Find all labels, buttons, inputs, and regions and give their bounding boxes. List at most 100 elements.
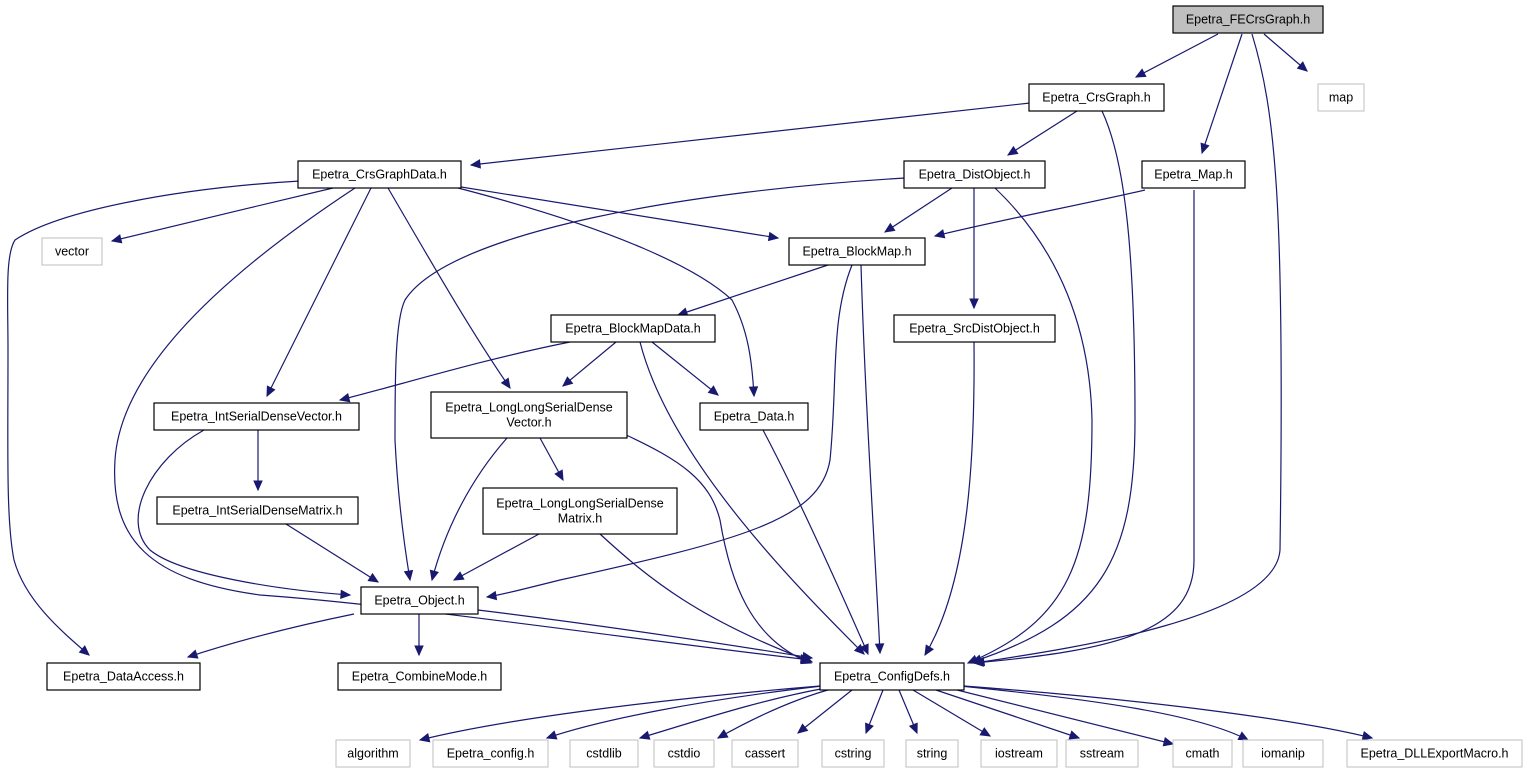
edge-intvec-to-object (137, 429, 352, 600)
node-label: string (917, 747, 948, 761)
node-iostream: iostream (980, 739, 1058, 768)
node-label: cstdio (668, 747, 701, 761)
node-object[interactable]: Epetra_Object.h (360, 586, 479, 615)
edge-bmdata-to-llvec (562, 341, 617, 387)
node-label: iomanip (1261, 747, 1305, 761)
node-iomanip: iomanip (1242, 739, 1324, 768)
edge-config-to-iostream (912, 689, 992, 737)
node-label: Epetra_FECrsGraph.h (1186, 13, 1310, 27)
node-crsdata[interactable]: Epetra_CrsGraphData.h (297, 160, 462, 189)
edge-config-to-cstring (865, 689, 884, 735)
node-label: sstream (1080, 747, 1124, 761)
edge-bmdata-to-intvec (338, 341, 571, 403)
node-cmath: cmath (1172, 739, 1233, 768)
edge-crsdata-to-data (457, 187, 759, 398)
node-crs[interactable]: Epetra_CrsGraph.h (1028, 83, 1165, 112)
graph-edges (6, 33, 1374, 747)
edge-blockmap-to-object (485, 264, 853, 601)
node-econfig: Epetra_config.h (432, 739, 549, 768)
edge-crsdata-to-intvec (266, 187, 372, 398)
node-label: Epetra_CrsGraph.h (1042, 91, 1150, 105)
edge-dist-to-blockmap (883, 187, 953, 233)
node-label: algorithm (347, 747, 398, 761)
node-label: Epetra_SrcDistObject.h (909, 322, 1040, 336)
node-intmat[interactable]: Epetra_IntSerialDenseMatrix.h (156, 496, 359, 525)
node-string: string (905, 739, 959, 768)
edge-config-to-algorithm (418, 685, 821, 743)
node-label: cmath (1185, 747, 1219, 761)
node-dllexport: Epetra_DLLExportMacro.h (1346, 739, 1523, 768)
node-algorithm: algorithm (335, 739, 411, 768)
node-bmdata[interactable]: Epetra_BlockMapData.h (550, 314, 716, 343)
edge-crs-to-dist (1006, 110, 1078, 156)
node-cstring: cstring (821, 739, 885, 768)
node-label: iostream (995, 747, 1043, 761)
edge-config-to-cassert (797, 689, 853, 734)
node-config[interactable]: Epetra_ConfigDefs.h (819, 662, 965, 691)
edge-object-to-config (477, 609, 814, 662)
edge-blockmap-to-config (860, 264, 885, 655)
edge-blockmap-to-bmdata (676, 264, 829, 317)
node-map: map (1317, 83, 1365, 112)
edge-fecrs-to-config (973, 33, 1282, 667)
node-label: cstdlib (586, 747, 621, 761)
node-cstdio: cstdio (653, 739, 715, 768)
node-dist[interactable]: Epetra_DistObject.h (903, 160, 1046, 189)
edge-crs-to-config (970, 110, 1136, 664)
node-vector: vector (41, 237, 103, 266)
edge-config-to-cmath (948, 687, 1175, 747)
edge-config-to-cstdlib (638, 687, 827, 740)
node-label: Epetra_CrsGraphData.h (312, 168, 447, 182)
edge-object-to-access (186, 613, 355, 659)
edge-config-to-econfig (545, 685, 823, 740)
node-label: Epetra_config.h (447, 747, 535, 761)
node-cassert: cassert (731, 739, 799, 768)
edge-llvec-to-object (429, 437, 508, 582)
node-label: Epetra_Map.h (1154, 168, 1233, 182)
edge-config-to-sstream (929, 687, 1081, 740)
node-fecrs[interactable]: Epetra_FECrsGraph.h (1172, 5, 1324, 34)
node-label: Epetra_IntSerialDenseMatrix.h (172, 504, 342, 518)
node-blockmap[interactable]: Epetra_BlockMap.h (788, 237, 926, 266)
node-label: Epetra_BlockMap.h (802, 245, 911, 259)
edge-config-to-dllexport (963, 685, 1374, 741)
node-label: cstring (835, 747, 872, 761)
node-label: map (1329, 91, 1353, 105)
edge-object-to-combine (414, 614, 424, 657)
edge-bmdata-to-data (651, 341, 719, 396)
edge-crs-to-crsdata (469, 102, 1031, 169)
edge-llmat-to-object (452, 533, 540, 581)
edge-data-to-config (762, 429, 869, 656)
node-label: cassert (745, 747, 786, 761)
edge-crsdata-to-vector (110, 187, 334, 244)
node-data[interactable]: Epetra_Data.h (699, 402, 809, 431)
node-srcdist[interactable]: Epetra_SrcDistObject.h (893, 314, 1056, 343)
edge-dist-to-srcdist (969, 188, 979, 310)
node-intvec[interactable]: Epetra_IntSerialDenseVector.h (153, 402, 360, 431)
node-label: Epetra_Data.h (714, 410, 795, 424)
node-label: Epetra_IntSerialDenseVector.h (171, 410, 342, 424)
edge-emap-to-config (972, 190, 1195, 667)
edge-fecrs-to-crs (1134, 33, 1219, 78)
edge-intmat-to-object (285, 523, 380, 583)
edge-crsdata-to-access (6, 180, 301, 656)
edge-srcdist-to-config (924, 341, 975, 657)
node-combine[interactable]: Epetra_CombineMode.h (337, 662, 502, 691)
node-cstdlib: cstdlib (569, 739, 639, 768)
edge-intvec-to-intmat (253, 430, 263, 492)
node-access[interactable]: Epetra_DataAccess.h (46, 662, 201, 691)
edge-crsdata-to-llvec (387, 187, 511, 390)
edge-crsdata-to-blockmap (454, 185, 780, 242)
node-sstream: sstream (1065, 739, 1139, 768)
node-emap[interactable]: Epetra_Map.h (1141, 160, 1246, 189)
node-label: Epetra_DataAccess.h (63, 670, 184, 684)
node-label: Epetra_DistObject.h (919, 168, 1031, 182)
edge-dist-to-object (394, 177, 906, 582)
edge-emap-to-blockmap (933, 189, 1146, 239)
